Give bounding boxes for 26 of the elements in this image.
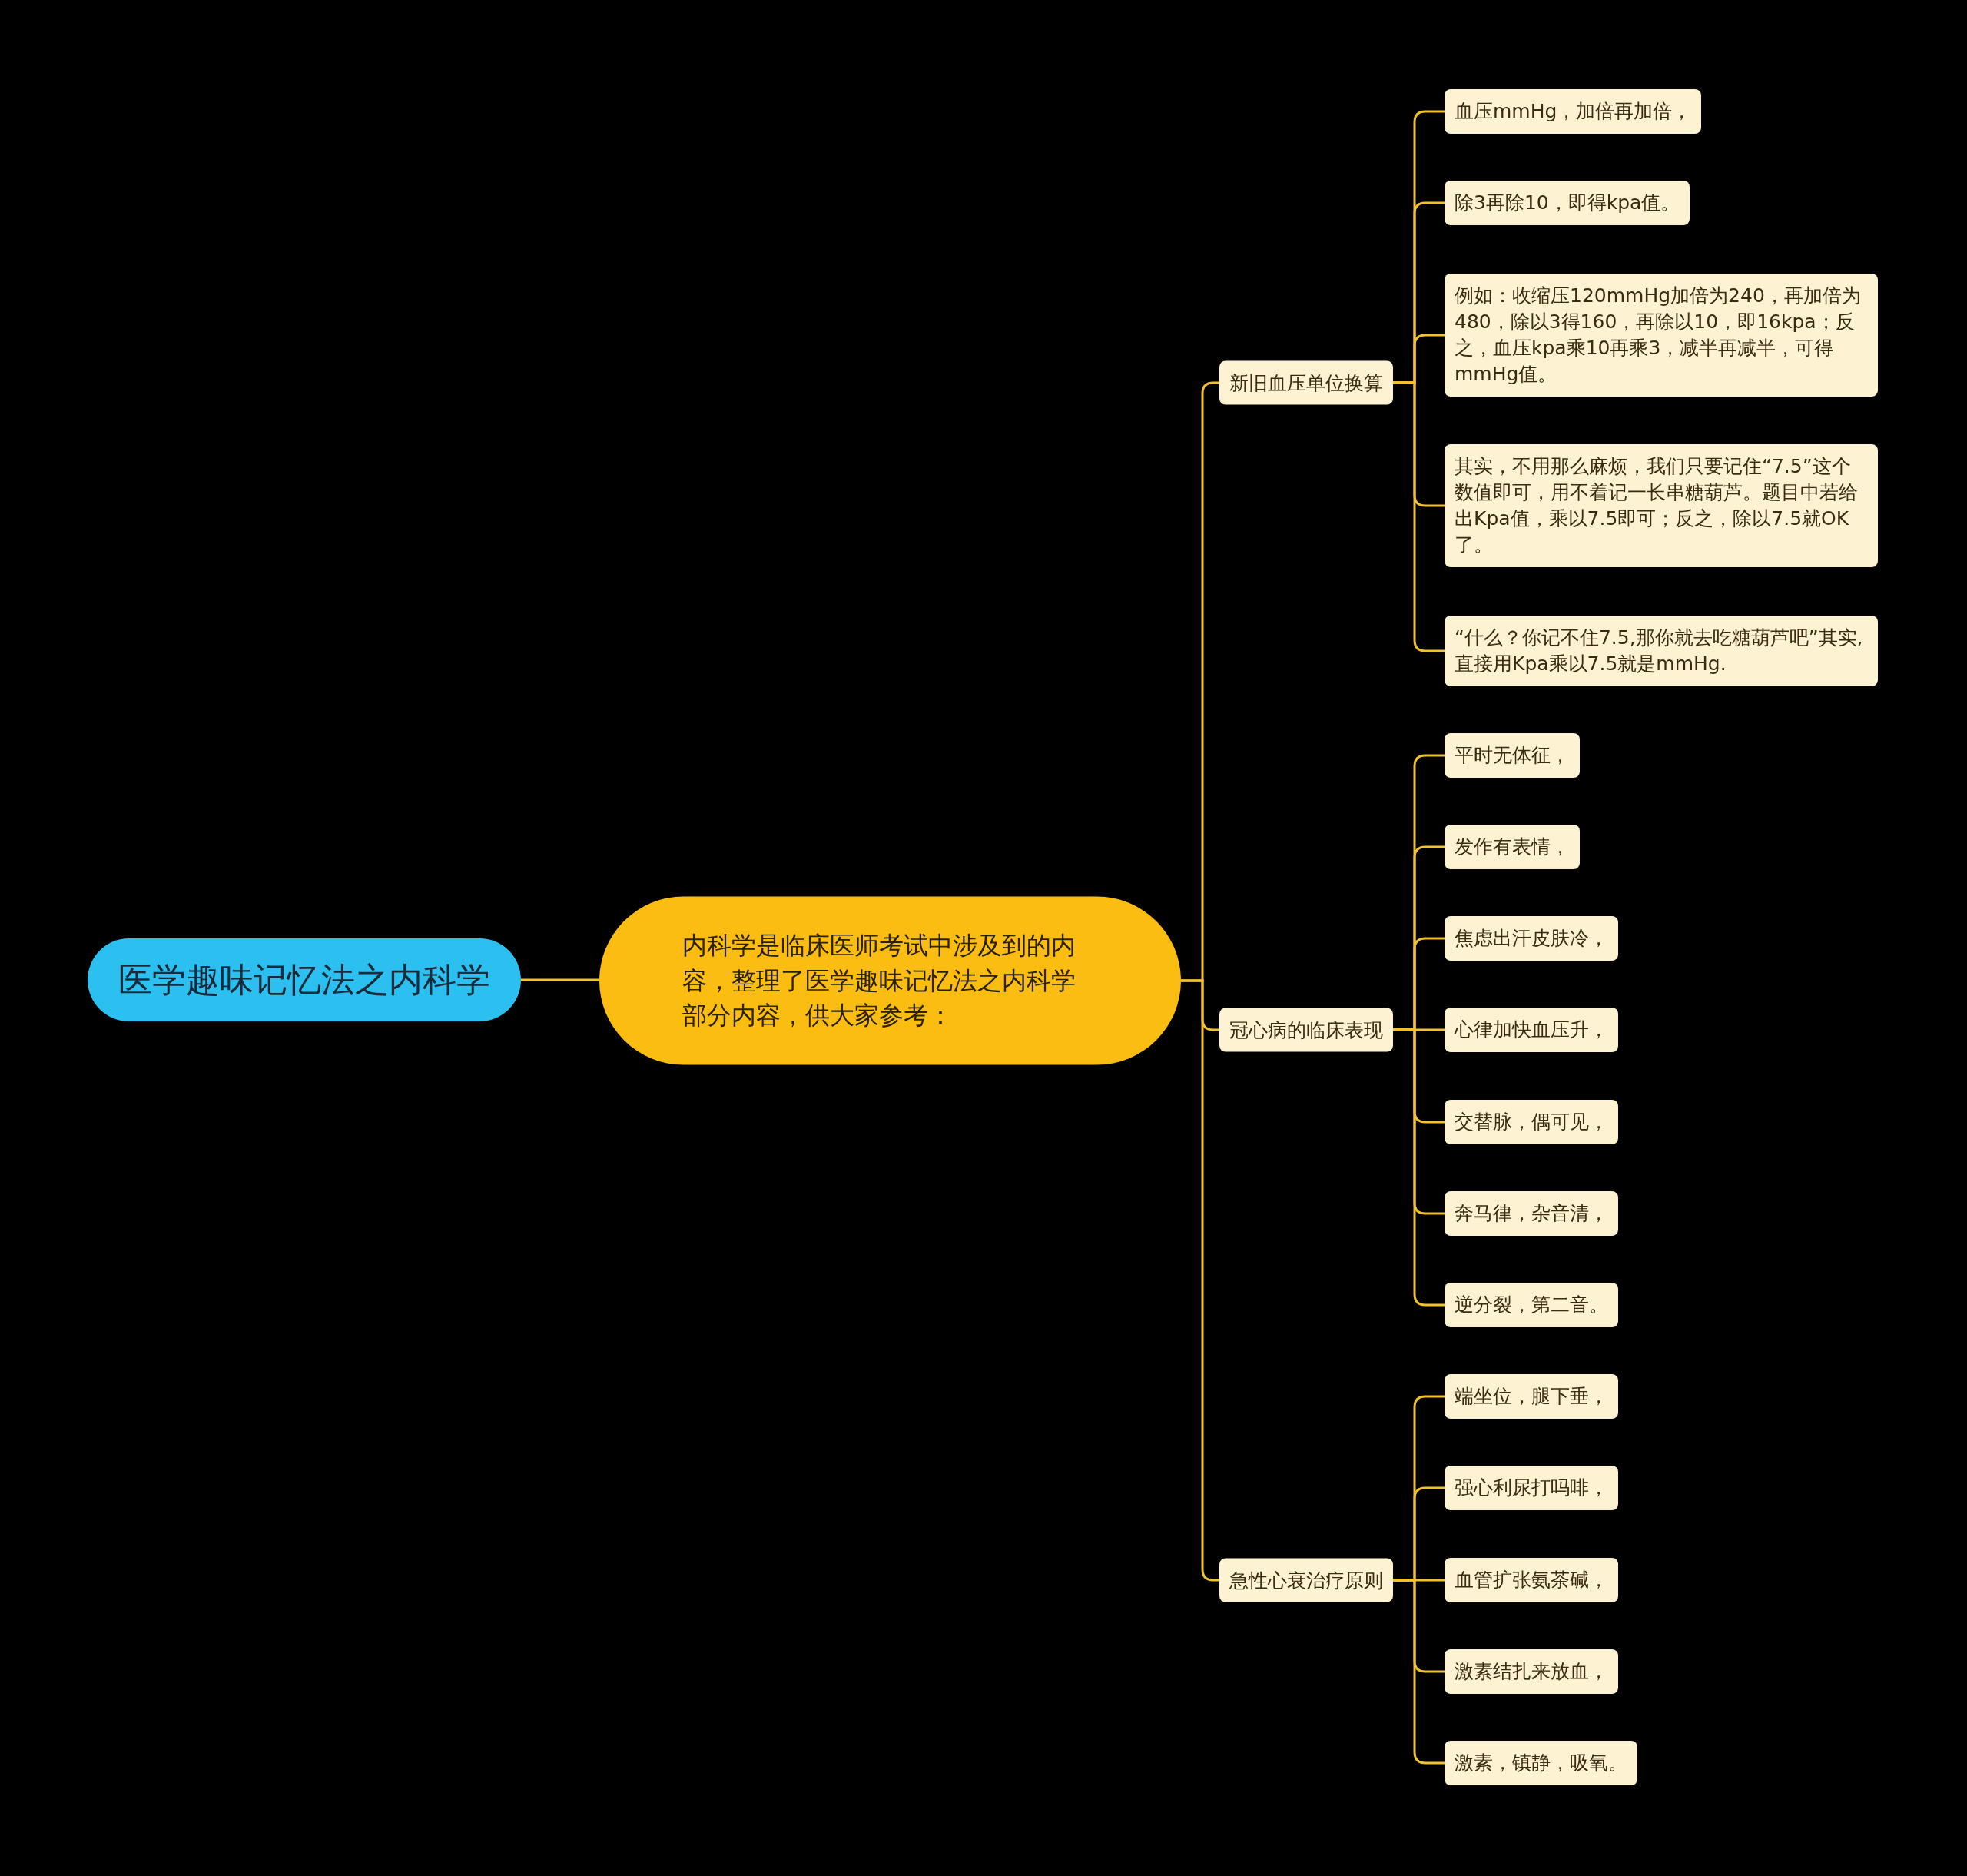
note-box: 交替脉，偶可见， xyxy=(1445,1100,1618,1144)
note-box: 血管扩张氨茶碱， xyxy=(1445,1558,1618,1602)
note-box: 除3再除10，即得kpa值。 xyxy=(1445,181,1690,225)
note-box: 血压mmHg，加倍再加倍， xyxy=(1445,89,1702,134)
note-box: “什么？你记不住7.5,那你就去吃糖葫芦吧”其实,直接用Kpa乘以7.5就是mmHg. xyxy=(1445,616,1878,686)
topic-box: 新旧血压单位换算 xyxy=(1219,360,1393,405)
title-pill: 医学趣味记忆法之内科学 xyxy=(88,938,521,1021)
note-box: 强心利尿打吗啡， xyxy=(1445,1466,1618,1510)
connector-line xyxy=(1393,1028,1445,1307)
note-box: 心律加快血压升， xyxy=(1445,1008,1618,1052)
note-box: 端坐位，腿下垂， xyxy=(1445,1374,1618,1419)
note-box: 发作有表情， xyxy=(1445,825,1580,869)
connector-line xyxy=(1393,381,1445,652)
topic-box: 冠心病的临床表现 xyxy=(1219,1008,1393,1052)
note-box: 焦虑出汗皮肤冷， xyxy=(1445,916,1618,961)
note-box: 其实，不用那么麻烦，我们只要记住“7.5”这个数值即可，用不着记一长串糖葫芦。题目中若给出Kpa值，乘以7.5即可；反之，除以7.5就OK了。 xyxy=(1445,444,1878,567)
note-box: 激素结扎来放血， xyxy=(1445,1649,1618,1694)
note-box: 例如：收缩压120mmHg加倍为240，再加倍为480，除以3得160，再除以10，即16kpa；反之，血压kpa乘10再乘3，减半再减半，可得mmHg值。 xyxy=(1445,274,1878,397)
topic-box: 急性心衰治疗原则 xyxy=(1219,1558,1393,1602)
connector-line xyxy=(521,978,599,981)
note-box: 平时无体征， xyxy=(1445,733,1580,778)
note-box: 激素，镇静，吸氧。 xyxy=(1445,1741,1637,1785)
note-box: 逆分裂，第二音。 xyxy=(1445,1283,1618,1327)
note-box: 奔马律，杂音清， xyxy=(1445,1191,1618,1236)
summary-pill: 内科学是临床医师考试中涉及到的内容，整理了医学趣味记忆法之内科学部分内容，供大家参考： xyxy=(599,896,1181,1065)
connector-line xyxy=(1393,1579,1445,1765)
